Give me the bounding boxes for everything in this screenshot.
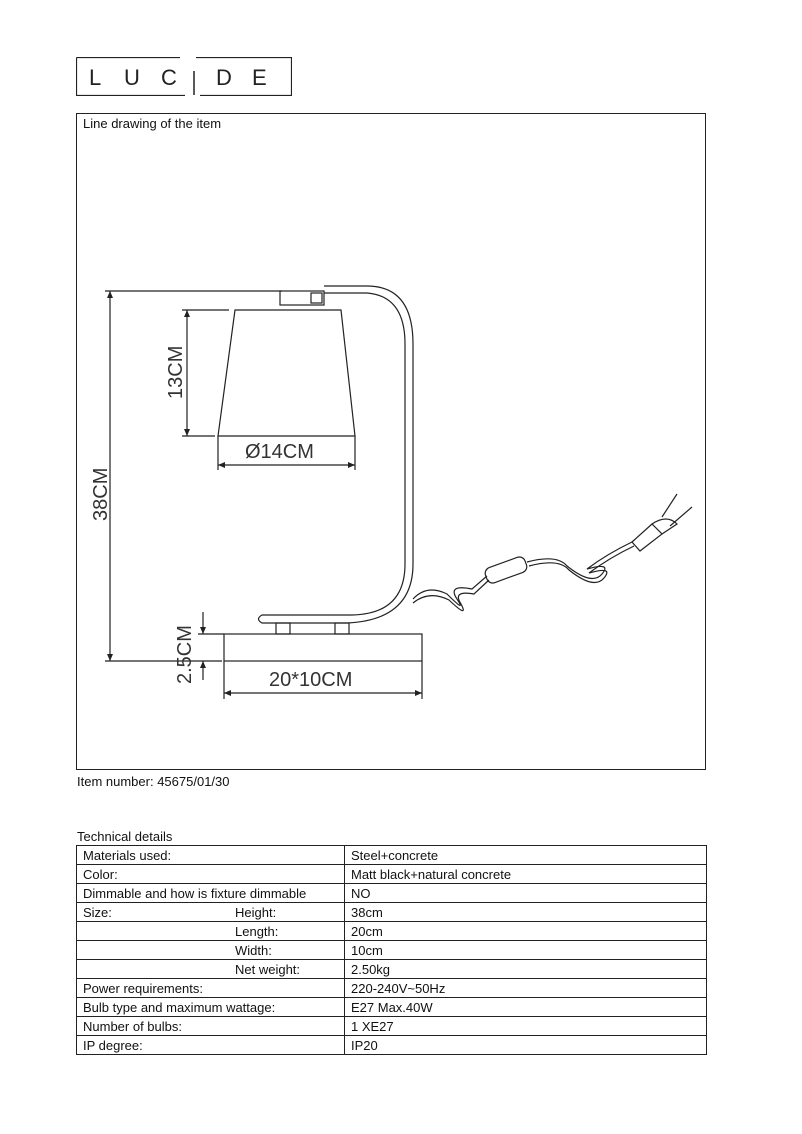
spec-row: IP degree:IP20 [76,1035,707,1055]
lucide-logo: L U C D E [76,57,292,96]
item-number: Item number: 45675/01/30 [77,774,230,789]
spec-value: 20cm [344,921,707,941]
spec-label: Number of bulbs: [76,1016,345,1036]
logo-letter-u: U [124,65,140,90]
spec-label: Bulb type and maximum wattage: [76,997,345,1017]
spec-row: Number of bulbs:1 XE27 [76,1016,707,1036]
spec-row: Width:10cm [76,940,707,960]
spec-row: Length:20cm [76,921,707,941]
spec-value: Matt black+natural concrete [344,864,707,884]
dim-shade-diameter: Ø14CM [245,441,314,463]
spec-value: Steel+concrete [344,845,707,865]
spec-label [76,921,229,941]
technical-details-title: Technical details [77,829,173,844]
spec-row: Net weight:2.50kg [76,959,707,979]
line-drawing-frame: Line drawing of the item [76,113,706,770]
dim-base-size: 20*10CM [269,669,352,691]
spec-sublabel: Width: [229,940,345,960]
spec-sublabel: Length: [229,921,345,941]
spec-value: 1 XE27 [344,1016,707,1036]
lamp-line-drawing: 38CM 13CM Ø14CM 2.5CM 20*10CM [90,285,693,699]
logo-letter-d: D [216,65,232,90]
spec-label: IP degree: [76,1035,345,1055]
spec-value: 38cm [344,902,707,922]
spec-label [76,940,229,960]
spec-label [76,959,229,979]
spec-label: Color: [76,864,345,884]
dim-total-height: 38CM [90,468,112,521]
spec-value: 10cm [344,940,707,960]
logo-letter-e: E [252,65,267,90]
drawing-caption: Line drawing of the item [83,116,222,131]
spec-row: Color:Matt black+natural concrete [76,864,707,884]
spec-label: Size: [76,902,229,922]
dim-base-height: 2.5CM [174,625,196,684]
spec-row: Power requirements:220-240V~50Hz [76,978,707,998]
spec-value: IP20 [344,1035,707,1055]
spec-value: 220-240V~50Hz [344,978,707,998]
spec-sublabel: Height: [229,902,345,922]
spec-value: 2.50kg [344,959,707,979]
spec-label: Dimmable and how is fixture dimmable [76,883,345,903]
spec-label: Materials used: [76,845,345,865]
spec-row: Materials used:Steel+concrete [76,845,707,865]
dim-shade-height: 13CM [165,346,187,399]
spec-value: NO [344,883,707,903]
spec-row: Bulb type and maximum wattage:E27 Max.40… [76,997,707,1017]
spec-value: E27 Max.40W [344,997,707,1017]
spec-sublabel: Net weight: [229,959,345,979]
spec-row: Size:Height:38cm [76,902,707,922]
logo-letter-c: C [161,65,177,90]
logo-letter-l: L [89,65,101,90]
spec-label: Power requirements: [76,978,345,998]
